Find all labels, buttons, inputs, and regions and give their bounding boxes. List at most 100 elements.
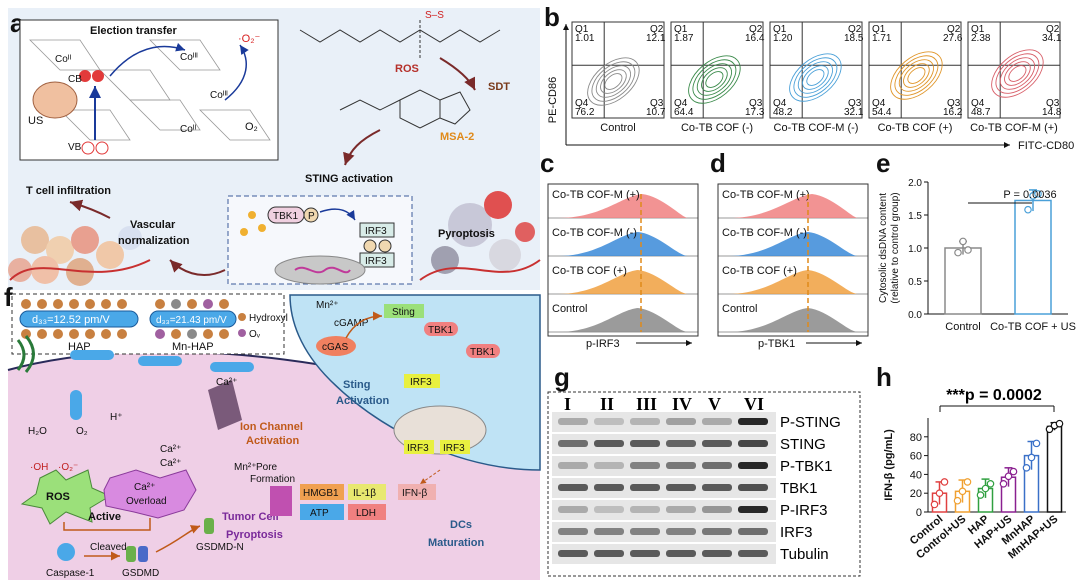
ldh-label: LDH [356,508,376,519]
q4-value: 48.7 [971,107,991,118]
blot-band [738,506,768,513]
panel-c: c Co-TB COF-M (+) Co-TB COF-M (-) Co-TB CO… [540,148,699,350]
gsdmd-n-label: GSDMD-N [196,542,244,553]
histogram-peak [728,308,858,332]
band-label: P-STING [780,414,841,431]
histogram-peak [558,270,688,294]
data-point [1009,467,1018,476]
dcs-label-1: DCs [450,519,472,531]
band-label: Tubulin [780,546,829,563]
density-contour [1008,65,1027,82]
msa2-conjugate-structure [299,20,501,60]
q4-value: 48.2 [773,107,793,118]
ov-legend-label: Oᵥ [249,329,261,340]
q2-value: 18.5 [844,33,864,44]
histogram-row: Co-TB COF-M (+) [718,189,868,219]
blot-band [630,550,660,557]
q1-name: Q1 [773,24,787,35]
q4-name: Q4 [971,98,985,109]
histogram-row: Co-TB COF-M (+) [548,189,698,219]
histogram-d-group: Co-TB COF-M (+)Co-TB COF-M (-)Co-TB COF … [717,183,869,337]
histogram-row: Co-TB COF (+) [548,265,698,295]
density-contour [806,69,825,86]
ros-label: ROS [395,63,419,75]
superoxide-label: ·O₂⁻ [238,33,260,45]
flow-plot-label: Co-TB COF-M (+) [970,122,1058,134]
q4-name: Q4 [674,98,688,109]
oxygen-reduction-arrow [224,44,249,101]
ros-burst-label: ROS [46,491,70,503]
blot-band [702,462,732,469]
histogram-row-label: Control [722,303,757,315]
o2-label-f: O₂ [76,426,88,437]
blot-band [558,550,588,557]
density-contour [701,67,728,92]
p-label: P [308,211,315,222]
ca-overload-shape [103,469,197,519]
pore-label-2: Formation [250,474,295,485]
electron-2 [92,70,104,82]
y-axis-label: (relative to control group) [890,192,901,303]
ca-overload-label-2: Overload [126,496,167,507]
vascular-label-2: normalization [118,235,190,247]
sting-activation-label-1: Sting [343,379,371,391]
density-contour [692,59,737,100]
blot-band [666,506,696,513]
blot-band [630,506,660,513]
ion-channel [208,380,242,430]
data-point [959,237,967,246]
blot-strip [552,478,776,498]
density-contour [907,67,926,84]
il1b-label: IL-1β [353,488,376,499]
y-tick-label: 1.0 [908,244,922,255]
active-bracket [63,518,151,531]
panel-c-letter: c [540,148,554,178]
ultrasound-wave-icon [24,335,35,373]
tissue-cells-illustration [8,226,151,286]
q2-value: 34.1 [1042,33,1062,44]
vascular-arrow [169,259,226,276]
bar [944,247,982,315]
q2-name: Q2 [1046,24,1060,35]
pore-label-1: Pore [256,462,278,473]
histogram-row: Co-TB COF-M (-) [548,227,698,257]
density-contour [688,55,741,104]
histogram-row: Control [718,303,868,333]
blot-band [702,506,732,513]
co-ii-complex-bottom: Coᴵᴵ [180,124,196,135]
lane-label: V [708,394,721,414]
ca2-in-label: Ca²⁺ [216,377,237,388]
blot-strip [552,544,776,564]
q2-value: 16.4 [745,33,765,44]
q1-value: 1.20 [773,33,793,44]
histogram-peak [558,308,688,332]
histogram-frame [717,183,869,337]
electron-transfer-arrow [109,42,186,77]
hap-particles [21,299,127,339]
gsdmd-n-icon [204,518,214,534]
bar [1046,425,1063,513]
panel-g-letter: g [554,362,570,392]
sdt-label: SDT [488,81,510,93]
data-point [1055,419,1064,428]
flow-plot-label: Co-TB COF (-) [681,122,753,134]
y-axis-label: IFN-β (pg/mL) [883,429,895,501]
sting-activation-arrow [343,129,381,166]
histogram-row-label: Co-TB COF-M (+) [722,189,810,201]
data-point [1034,190,1042,198]
q3-value: 17.3 [745,107,765,118]
irf3-phosphorylation-arrow [319,208,356,221]
q3-name: Q3 [749,98,763,109]
gsdmd-n-arrow [155,525,201,553]
cleaved-label: Cleaved [90,542,127,553]
blot-band [738,440,768,447]
q3-value: 14.8 [1042,107,1062,118]
ca2-label-1: Ca²⁺ [160,444,181,455]
irf3-bottom-label: IRF3 [365,256,387,267]
lane-label: VI [744,394,764,414]
y-tick-label: 40 [910,469,922,481]
flow-plot-frame [670,21,764,119]
band-label: STING [780,436,826,453]
